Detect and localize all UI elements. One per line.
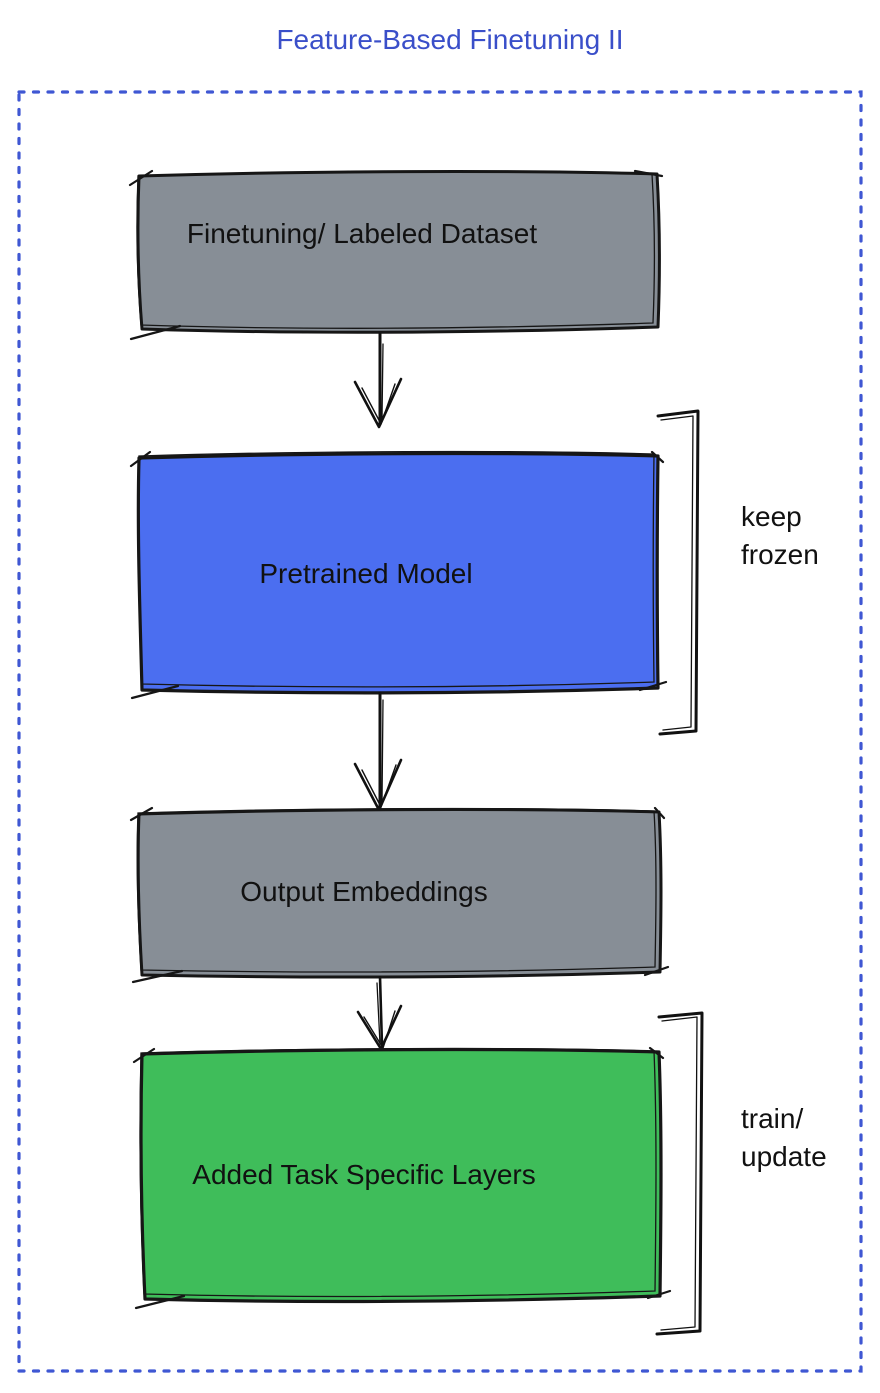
arrow-shaft <box>378 975 384 1048</box>
node-finetuning-dataset: Finetuning/ Labeled Dataset <box>128 169 664 341</box>
arrow-dataset-to-model <box>353 332 403 429</box>
node-finetuning-dataset-shape <box>136 170 661 334</box>
arrow-head-sketch <box>363 1010 396 1049</box>
diagram-title: Feature-Based Finetuning II <box>276 24 623 55</box>
node-output-embeddings-sketch <box>136 807 657 973</box>
node-added-task-layers-corner-ticks <box>132 1046 672 1310</box>
node-finetuning-dataset-corner-ticks <box>128 169 664 341</box>
node-output-embeddings-label: Output Embeddings <box>240 876 488 907</box>
arrow-shaft-sketch <box>381 699 384 805</box>
annotation-keep-frozen-line-2: frozen <box>741 539 819 570</box>
arrow-head <box>353 377 403 429</box>
node-added-task-layers-label: Added Task Specific Layers <box>192 1159 535 1190</box>
node-finetuning-dataset-sketch <box>136 170 656 329</box>
node-output-embeddings: Output Embeddings <box>129 806 670 984</box>
bracket-keep-frozen-sketch <box>660 415 694 731</box>
annotation-train-update-line-2: update <box>741 1141 827 1172</box>
node-output-embeddings-corner-ticks <box>129 806 670 984</box>
arrow-embeddings-to-layers <box>356 975 403 1051</box>
node-added-task-layers-shape <box>139 1047 663 1303</box>
arrow-head-sketch <box>361 764 397 808</box>
node-finetuning-dataset-label: Finetuning/ Labeled Dataset <box>187 218 537 249</box>
arrow-head-sketch <box>361 383 396 425</box>
bracket-train-update-shape <box>655 1011 704 1336</box>
node-added-task-layers-sketch <box>139 1047 657 1298</box>
node-output-embeddings-shape <box>136 808 663 979</box>
annotation-train-update: train/ update <box>741 1103 827 1172</box>
arrow-shaft-sketch <box>381 343 384 421</box>
arrow-shaft-sketch <box>376 982 381 1045</box>
node-added-task-layers: Added Task Specific Layers <box>132 1046 672 1310</box>
annotation-keep-frozen-line-1: keep <box>741 501 802 532</box>
annotation-train-update-line-1: train/ <box>741 1103 803 1134</box>
annotation-keep-frozen: keep frozen <box>741 501 819 570</box>
arrow-model-to-embeddings <box>353 691 403 812</box>
dashed-container-border <box>17 90 863 1373</box>
node-pretrained-model-corner-ticks <box>129 450 668 700</box>
node-pretrained-model: Pretrained Model <box>129 450 668 700</box>
bracket-keep-frozen-shape <box>656 409 700 736</box>
bracket-train-update <box>655 1011 704 1336</box>
bracket-train-update-sketch <box>660 1016 698 1331</box>
node-pretrained-model-sketch <box>137 450 655 688</box>
node-pretrained-model-label: Pretrained Model <box>259 558 472 589</box>
bracket-keep-frozen <box>656 409 700 736</box>
